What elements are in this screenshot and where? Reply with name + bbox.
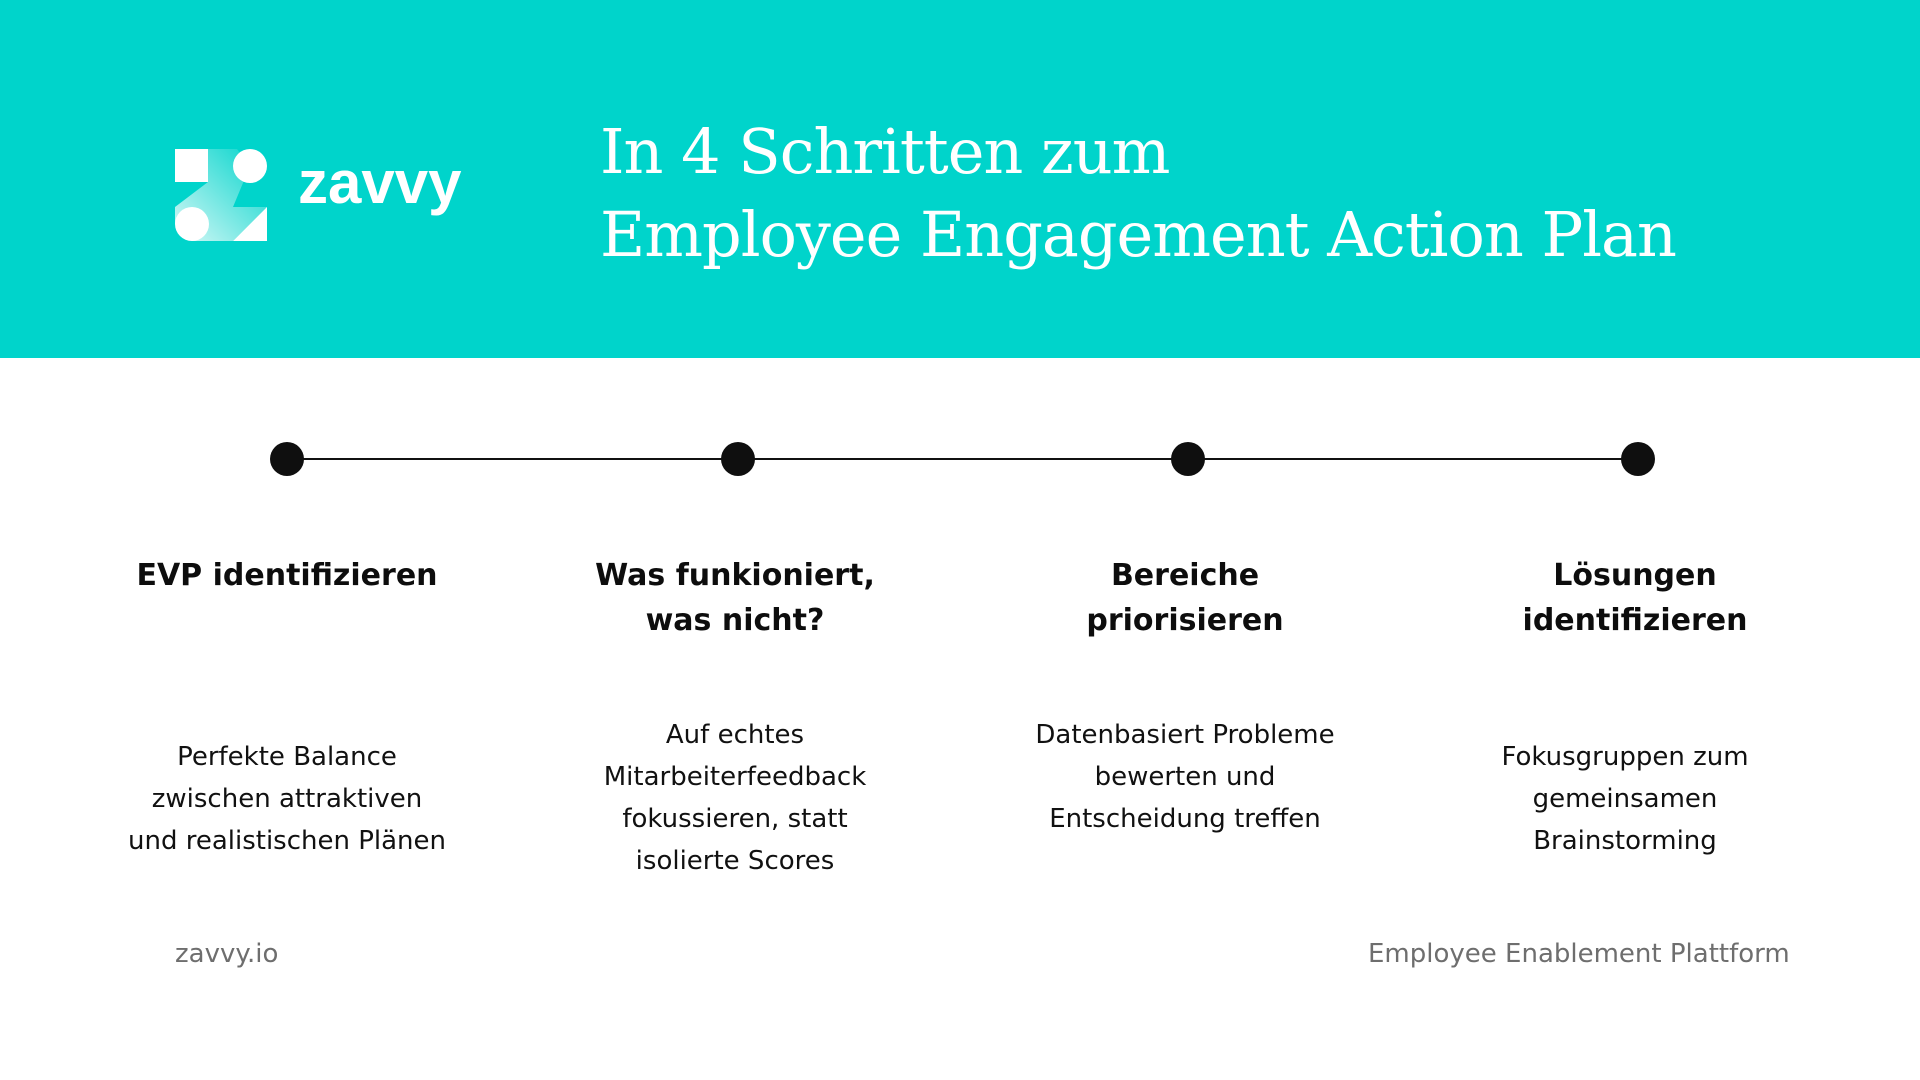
step-title: Bereiche priorisieren — [975, 553, 1395, 643]
step-description: Auf echtes Mitarbeiterfeedback fokussier… — [525, 714, 945, 882]
timeline-dot-4 — [1621, 442, 1655, 476]
step-title-line: was nicht? — [645, 603, 825, 638]
step-title-line: priorisieren — [1086, 603, 1284, 638]
step-title-line: EVP identifizieren — [136, 558, 438, 593]
step-description-line: Fokusgruppen zum — [1501, 742, 1749, 772]
zavvy-logo-icon — [175, 149, 267, 241]
header-banner: zavvy In 4 Schritten zum Employee Engage… — [0, 0, 1920, 358]
step-title: EVP identifizieren — [77, 553, 497, 598]
step-description-line: und realistischen Plänen — [127, 826, 447, 856]
step-title-line: Lösungen — [1553, 558, 1717, 593]
step-description-line: bewerten und — [1094, 762, 1276, 792]
timeline-dot-3 — [1171, 442, 1205, 476]
timeline-dot-2 — [721, 442, 755, 476]
step-description-line: gemeinsamen — [1532, 784, 1718, 814]
step-title-line: Was funkioniert, — [595, 558, 875, 593]
step-description-line: Perfekte Balance — [177, 742, 397, 772]
timeline-dot-1 — [270, 442, 304, 476]
step-title-line: identifizieren — [1522, 603, 1748, 638]
step-description-line: fokussieren, statt — [622, 804, 848, 834]
title-line-2: Employee Engagement Action Plan — [600, 198, 1677, 271]
step-title: Was funkioniert, was nicht? — [525, 553, 945, 643]
step-description: Fokusgruppen zum gemeinsamen Brainstormi… — [1415, 736, 1835, 862]
step-description-line: Datenbasiert Probleme — [1035, 720, 1335, 750]
timeline-connector-line — [287, 458, 1638, 460]
step-title-line: Bereiche — [1110, 558, 1260, 593]
footer-tagline: Employee Enablement Plattform — [1368, 939, 1790, 969]
step-description: Datenbasiert Probleme bewerten und Entsc… — [975, 714, 1395, 840]
step-description-line: Brainstorming — [1533, 826, 1717, 856]
step-description-line: Auf echtes — [665, 720, 805, 750]
step-description: Perfekte Balance zwischen attraktiven un… — [77, 736, 497, 862]
step-description-line: Mitarbeiterfeedback — [603, 762, 867, 792]
brand-wordmark: zavvy — [298, 149, 462, 216]
step-description-line: Entscheidung treffen — [1049, 804, 1321, 834]
step-description-line: isolierte Scores — [635, 846, 835, 876]
step-description-line: zwischen attraktiven — [151, 784, 423, 814]
title-line-1: In 4 Schritten zum — [600, 115, 1170, 188]
step-title: Lösungen identifizieren — [1425, 553, 1845, 643]
page-title: In 4 Schritten zum Employee Engagement A… — [600, 110, 1800, 276]
footer-website-link[interactable]: zavvy.io — [175, 939, 279, 969]
